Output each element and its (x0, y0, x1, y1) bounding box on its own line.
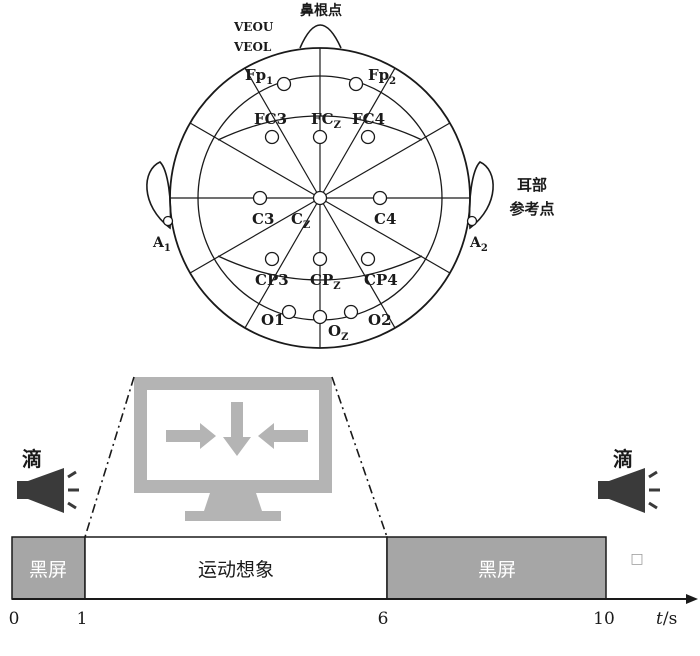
eeg-head-diagram: 鼻根点 VEOU VEOL 耳部 参考点 Fp1 Fp2 FC3 FCZ FC4… (146, 2, 555, 349)
veou-label: VEOU (233, 20, 274, 34)
electrode-label-c3: C3 (252, 210, 274, 228)
electrode-label-fcz: FCZ (311, 110, 341, 131)
radial-line (319, 67, 396, 199)
speaker-icon (17, 468, 79, 513)
electrode-fp2 (348, 76, 364, 92)
small-square-glyph: □ (630, 551, 643, 567)
radial-line (244, 197, 321, 329)
left-arrow-icon (258, 423, 308, 449)
electrode-label-c4: C4 (374, 210, 396, 228)
electrode-fcz (312, 129, 328, 145)
electrode-label-fp1: Fp1 (245, 66, 273, 87)
fc-row-arc (217, 115, 423, 141)
speaker-end: 滴 (598, 447, 660, 513)
electrode-a1 (162, 215, 174, 227)
electrode-label-cz: CZ (291, 210, 310, 231)
radial-line (319, 122, 451, 199)
projection-line-left (84, 376, 135, 538)
electrode-cz (312, 190, 328, 206)
inward-arrows (166, 402, 308, 456)
electrode-label-a1: A1 (152, 235, 171, 254)
tick-label-6: 6 (378, 609, 389, 629)
radial-line (244, 67, 321, 199)
electrode-cp4 (360, 251, 376, 267)
electrode-label-cpz: CPZ (310, 271, 341, 292)
electrode-fc3 (264, 129, 280, 145)
electrode-cpz (312, 251, 328, 267)
nose-shape (299, 24, 342, 49)
segment-label-2: 运动想象 (198, 559, 274, 581)
nose-label: 鼻根点 (300, 2, 342, 19)
electrode-o1 (281, 304, 297, 320)
tick-label-1: 1 (77, 609, 88, 629)
radial-line (319, 197, 396, 329)
electrode-a2 (466, 215, 478, 227)
electrode-c4 (372, 190, 388, 206)
electrode-fp1 (276, 76, 292, 92)
axis-label: t/s (656, 609, 677, 629)
segment-black-screen-1 (11, 536, 86, 600)
electrode-o2 (343, 304, 359, 320)
time-axis-arrowhead (686, 594, 698, 604)
radial-lines (170, 48, 470, 348)
beep-label-end: 滴 (613, 447, 633, 471)
right-arrow-icon (166, 423, 216, 449)
segment-motor-imagery (84, 536, 388, 600)
monitor-illustration (84, 376, 388, 538)
segment-label-3: 黑屏 (478, 559, 516, 581)
radial-line (189, 197, 321, 274)
monitor-neck (204, 493, 262, 511)
tick-label-10: 10 (593, 609, 615, 629)
electrode-label-oz: OZ (328, 322, 348, 343)
electrode-label-fc4: FC4 (352, 110, 385, 128)
electrode-label-o1: O1 (261, 311, 285, 329)
projection-line-right (331, 376, 388, 538)
radial-line (189, 122, 321, 199)
tick-label-0: 0 (9, 609, 20, 629)
cp-row-arc (217, 255, 423, 281)
beep-label-start: 滴 (22, 447, 42, 471)
electrode-label-fp2: Fp2 (368, 66, 396, 87)
electrode-label-o2: O2 (368, 311, 392, 329)
ear-reference-label-line2: 参考点 (509, 200, 554, 218)
electrode-label-cp4: CP4 (364, 271, 398, 289)
electrode-fc4 (360, 129, 376, 145)
segment-label-1: 黑屏 (29, 559, 67, 581)
electrode-label-fc3: FC3 (254, 110, 287, 128)
radial-line (319, 197, 451, 274)
monitor-base (185, 511, 281, 521)
segment-black-screen-2 (386, 536, 607, 600)
electrode-cp3 (264, 251, 280, 267)
electrode-oz (312, 309, 328, 325)
speaker-icon (598, 468, 660, 513)
timeline: 黑屏 运动想象 黑屏 0 1 6 10 t/s □ (9, 536, 698, 629)
electrode-c3 (252, 190, 268, 206)
electrode-label-cp3: CP3 (255, 271, 289, 289)
veol-label: VEOL (233, 40, 272, 54)
electrode-label-a2: A2 (469, 235, 488, 254)
down-arrow-icon (223, 402, 251, 456)
speaker-start: 滴 (17, 447, 79, 513)
ear-reference-label-line1: 耳部 (517, 176, 547, 194)
